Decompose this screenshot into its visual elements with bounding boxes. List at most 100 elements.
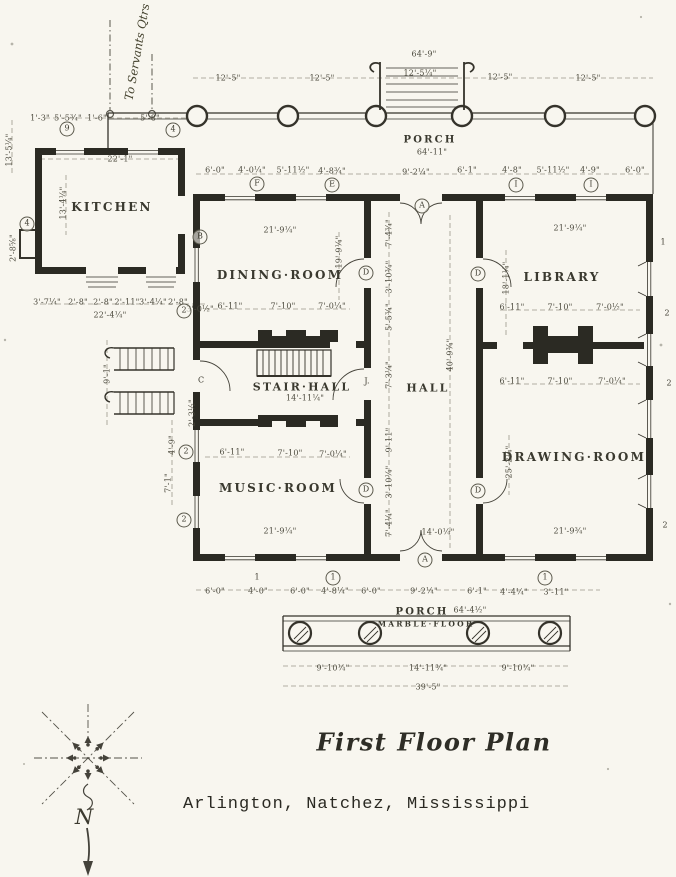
dimension-label: 7'-10" bbox=[547, 302, 573, 312]
dimension-label: 2'-8" bbox=[68, 297, 88, 307]
marker-label: 2 bbox=[176, 303, 192, 319]
dimension-label: 7'-10" bbox=[277, 448, 303, 458]
dimension-label: 18'-1¼" bbox=[501, 261, 511, 295]
dimension-label: 25'-2¼" bbox=[504, 445, 514, 479]
marker-label: I bbox=[508, 177, 524, 193]
room-label: DRAWING·ROOM bbox=[501, 450, 647, 464]
dimension-label: 6'-1" bbox=[467, 586, 487, 596]
marker-label: A bbox=[414, 198, 430, 214]
room-label: MARBLE·FLOOR bbox=[377, 619, 475, 629]
porch-columns bbox=[185, 104, 657, 128]
dimension-label: 3'-10¼" bbox=[384, 465, 394, 499]
dimension-label: 6'-0" bbox=[205, 165, 225, 175]
compass-north-label: N bbox=[74, 805, 94, 829]
dimension-label: 7'-0¼" bbox=[319, 449, 347, 459]
room-label: PORCH bbox=[395, 606, 449, 618]
marker-label: 1 bbox=[325, 570, 341, 586]
dimension-label: 3'-10¾" bbox=[384, 260, 394, 294]
marker-label: 1 bbox=[537, 570, 553, 586]
dimension-label: 4'-9" bbox=[580, 165, 600, 175]
dimension-label: 6'-11" bbox=[219, 447, 245, 457]
dimension-label: 64'-4½" bbox=[453, 605, 487, 615]
room-label: STAIR·HALL bbox=[252, 380, 352, 394]
dimension-label: 9'-2¼" bbox=[402, 167, 430, 177]
dimension-label: 9'-11" bbox=[384, 427, 394, 453]
dimension-label: 6'-0" bbox=[361, 586, 381, 596]
dimension-label: 6'-0" bbox=[625, 165, 645, 175]
dimension-label: 14'-11¾" bbox=[408, 663, 448, 673]
marker-label: 2 bbox=[176, 512, 192, 528]
dimension-label: 2'-8" bbox=[168, 297, 188, 307]
dimension-label: 21'-9¼" bbox=[263, 526, 297, 536]
dimension-label: 3'-0½" bbox=[186, 304, 214, 314]
dimension-label: 4'-8¼" bbox=[321, 586, 349, 596]
dimension-label: 4'-0¼" bbox=[238, 165, 266, 175]
dimension-label: 13'-5¼" bbox=[4, 133, 14, 167]
side-steps bbox=[104, 347, 175, 415]
room-label: MUSIC·ROOM bbox=[219, 481, 337, 495]
dimension-label: 7'-4¾" bbox=[384, 219, 394, 247]
dimension-label: 21'-9¾" bbox=[553, 526, 587, 536]
dimension-label: 22'-1" bbox=[107, 154, 133, 164]
window-openings bbox=[191, 192, 655, 563]
dimension-label: 2'-8" bbox=[93, 297, 113, 307]
dimension-label: 9'-10¼" bbox=[501, 663, 535, 673]
dimension-label: 12'-5" bbox=[487, 72, 513, 82]
dimension-label: 12'-5" bbox=[215, 73, 241, 83]
dimension-label: 12'-5¼" bbox=[403, 68, 437, 78]
marker-label: D bbox=[470, 266, 486, 282]
dimension-label: 9'-2¼" bbox=[410, 586, 438, 596]
dimension-label: 7'-1" bbox=[163, 473, 173, 493]
marker-label: 2 bbox=[664, 308, 670, 318]
fireplaces bbox=[258, 326, 593, 427]
room-label: DINING·ROOM bbox=[216, 268, 344, 282]
bottom-porch bbox=[282, 615, 571, 652]
dimension-label: 5'-11½" bbox=[276, 165, 310, 175]
drawing-title: First Floor Plan bbox=[316, 727, 552, 757]
marker-label: 1 bbox=[254, 572, 260, 582]
marker-label: J. bbox=[364, 376, 370, 386]
dimension-label: 9'-10¼" bbox=[316, 663, 350, 673]
marker-label: E bbox=[324, 177, 340, 193]
room-label: KITCHEN bbox=[71, 200, 153, 214]
marker-label: 2 bbox=[178, 444, 194, 460]
dimension-label: 4'-8¾" bbox=[318, 166, 346, 176]
dimension-label: 14'-0¼" bbox=[421, 527, 455, 537]
dimension-label: 5'-8" bbox=[140, 113, 160, 123]
dimension-label: 40'-9¾" bbox=[445, 338, 455, 372]
dimension-label: 4'-4¼" bbox=[500, 587, 528, 597]
marker-label: B bbox=[192, 229, 208, 245]
dimension-label: 21'-9¼" bbox=[263, 225, 297, 235]
dimension-label: 2'-11" bbox=[114, 297, 140, 307]
marker-label: 4 bbox=[19, 216, 35, 232]
dimension-label: 1'-3" bbox=[30, 113, 50, 123]
dimension-label: 7'-4¼" bbox=[384, 509, 394, 537]
marker-label: D bbox=[358, 482, 374, 498]
room-label: LIBRARY bbox=[523, 270, 601, 284]
dimension-lines bbox=[11, 77, 653, 687]
dimension-label: 19'-9¼" bbox=[334, 235, 344, 269]
dimension-label: 13'-4¼" bbox=[58, 186, 68, 220]
marker-label: C bbox=[197, 375, 205, 385]
dimension-label: 4'-8" bbox=[502, 165, 522, 175]
dimension-label: 4'-0" bbox=[248, 586, 268, 596]
dimension-label: 5'-5¾" bbox=[54, 113, 82, 123]
dimension-label: 39'-5" bbox=[415, 682, 441, 692]
dimension-label: 5'-11½" bbox=[536, 165, 570, 175]
staircase bbox=[256, 349, 332, 377]
dimension-label: 7'-0¼" bbox=[598, 376, 626, 386]
dimension-label: 12'-5" bbox=[575, 73, 601, 83]
dimension-label: 6'-11" bbox=[499, 302, 525, 312]
dimension-label: 9'-1" bbox=[102, 364, 112, 384]
room-label: HALL bbox=[406, 381, 450, 395]
marker-label: D bbox=[470, 483, 486, 499]
room-label: PORCH bbox=[403, 134, 457, 146]
dimension-label: 1'-6" bbox=[87, 113, 107, 123]
marker-label: 1 bbox=[660, 237, 666, 247]
marker-label: 2 bbox=[666, 378, 672, 388]
compass-rose bbox=[34, 704, 142, 876]
top-steps bbox=[369, 62, 475, 110]
dimension-label: 7'-0½" bbox=[596, 302, 624, 312]
dimension-label: 64'-9" bbox=[411, 49, 437, 59]
